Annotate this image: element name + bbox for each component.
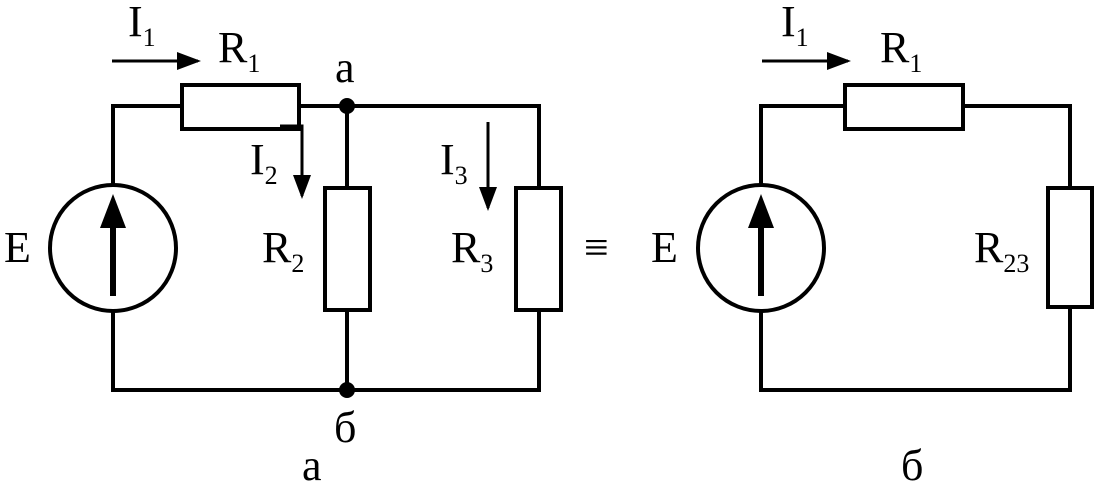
- node-a-dot: [339, 98, 355, 114]
- wire-b-bottom: [759, 305, 1072, 392]
- resistor-b-r1: [843, 83, 965, 131]
- circuit-b: I1 R1 E R23 б: [651, 0, 1094, 490]
- label-b-r1: R1: [880, 23, 922, 78]
- circuit-a: I1 R1 a I2 I3 E R2 R3 б a: [4, 0, 563, 490]
- label-source-e: E: [4, 223, 31, 272]
- node-b-dot: [339, 382, 355, 398]
- label-node-b: б: [334, 403, 356, 452]
- resistor-r23: [1046, 186, 1094, 309]
- label-i3: I3: [440, 135, 468, 190]
- resistor-r2: [323, 186, 372, 312]
- label-b-source-e: E: [651, 223, 678, 272]
- wire-b-top-right: [961, 104, 1072, 190]
- label-i2: I2: [250, 135, 278, 190]
- label-i1: I1: [128, 0, 156, 52]
- label-node-a: a: [335, 43, 355, 92]
- wire-bottom: [111, 310, 541, 392]
- label-r3: R3: [451, 223, 493, 278]
- label-r1: R1: [218, 23, 260, 78]
- label-r2: R2: [262, 223, 304, 278]
- caption-a: a: [302, 441, 322, 490]
- source-arrowhead-icon: [100, 194, 126, 228]
- wire-b-top-left: [759, 104, 847, 187]
- current-i2-arrow-icon: [280, 124, 311, 199]
- resistor-r1: [180, 83, 301, 131]
- label-b-i1: I1: [781, 0, 809, 52]
- equivalence-sign: ≡: [584, 223, 609, 272]
- label-r23: R23: [974, 223, 1029, 278]
- resistor-r3: [514, 186, 563, 312]
- wire-top-left: [111, 104, 184, 187]
- source-b-arrowhead-icon: [748, 194, 774, 228]
- caption-b: б: [901, 441, 923, 490]
